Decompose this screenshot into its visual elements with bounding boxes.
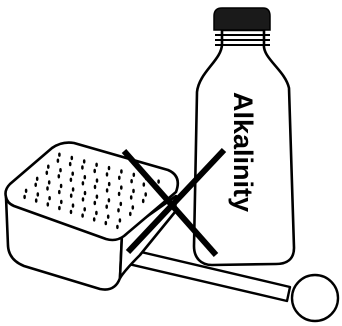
bristle-dot [116,225,119,229]
bristle-dot [81,165,84,169]
bristle-dot [60,200,63,204]
bristle-dot [142,199,145,203]
bristle-dot [70,194,73,198]
bottle: Alkalinity [194,8,294,265]
bristle-dot [119,218,122,222]
bristle-dot [84,191,87,195]
bristle-dot [120,185,123,189]
bristle-dot [70,210,73,214]
bristle-dot [58,190,61,194]
bristle-dot [105,221,108,225]
bristle-dot [36,177,39,181]
bristle-dot [94,201,97,205]
bristle-dot [132,205,135,209]
bristle-dot [157,179,160,183]
bristle-dot [58,153,61,157]
bristle-dot [108,198,111,202]
bristle-dot [93,169,96,173]
bristle-dot [23,195,26,199]
bristle-dot [82,197,85,201]
bristle-dot [46,186,49,190]
bottle-label: Alkalinity [228,92,258,212]
bristle-dot [106,188,109,192]
bottle-cap [214,8,270,30]
bristle-dot [60,184,63,188]
bristle-dot [95,211,98,215]
bristle-dot [34,183,37,187]
bristle-dot [108,166,111,170]
bristle-dot [71,172,74,176]
bristle-dot [94,185,97,189]
bristle-dot [83,159,86,163]
bristle-dot [25,189,28,193]
bristle-dot [57,159,60,163]
bristle-dot [117,208,120,212]
bristle-dot [107,215,110,219]
bristle-dot [118,176,121,180]
bristle-dot [71,156,74,160]
bristle-dot [118,192,121,196]
bristle-dot [143,182,146,186]
bristle-dot [130,195,133,199]
bristle-dot [120,169,123,173]
bristle-dot [82,181,85,185]
bristle-dot [35,198,38,202]
bristle-dot [105,205,108,209]
bristle-dot [48,180,51,184]
bristle-dot [106,172,109,176]
bristle-dot [72,203,75,207]
bristle-dot [70,178,73,182]
bristle-dot [83,207,86,211]
bristle-dot [37,192,40,196]
brush-handle-knob [292,275,338,321]
bristle-dot [81,213,84,217]
bristle-dot [84,175,87,179]
bristle-dot [108,182,111,186]
bristle-dot [58,174,61,178]
bristle-dot [47,165,50,169]
bristle-dot [46,171,49,175]
bristle-dot [120,202,123,206]
bristle-dot [48,196,51,200]
bristle-dot [130,179,133,183]
bristle-dot [72,187,75,191]
bristle-dot [59,168,62,172]
bristle-dot [69,162,72,166]
bristle-dot [47,202,50,206]
bristle-dot [95,163,98,167]
bristle-dot [58,206,61,210]
bristle-dot [144,192,147,196]
bristle-dot [93,217,96,221]
bristle-dot [133,173,136,177]
bristle-dot [129,212,132,216]
bristle-dot [132,189,135,193]
bristle-dot [96,195,99,199]
bristle-dot [96,178,99,182]
